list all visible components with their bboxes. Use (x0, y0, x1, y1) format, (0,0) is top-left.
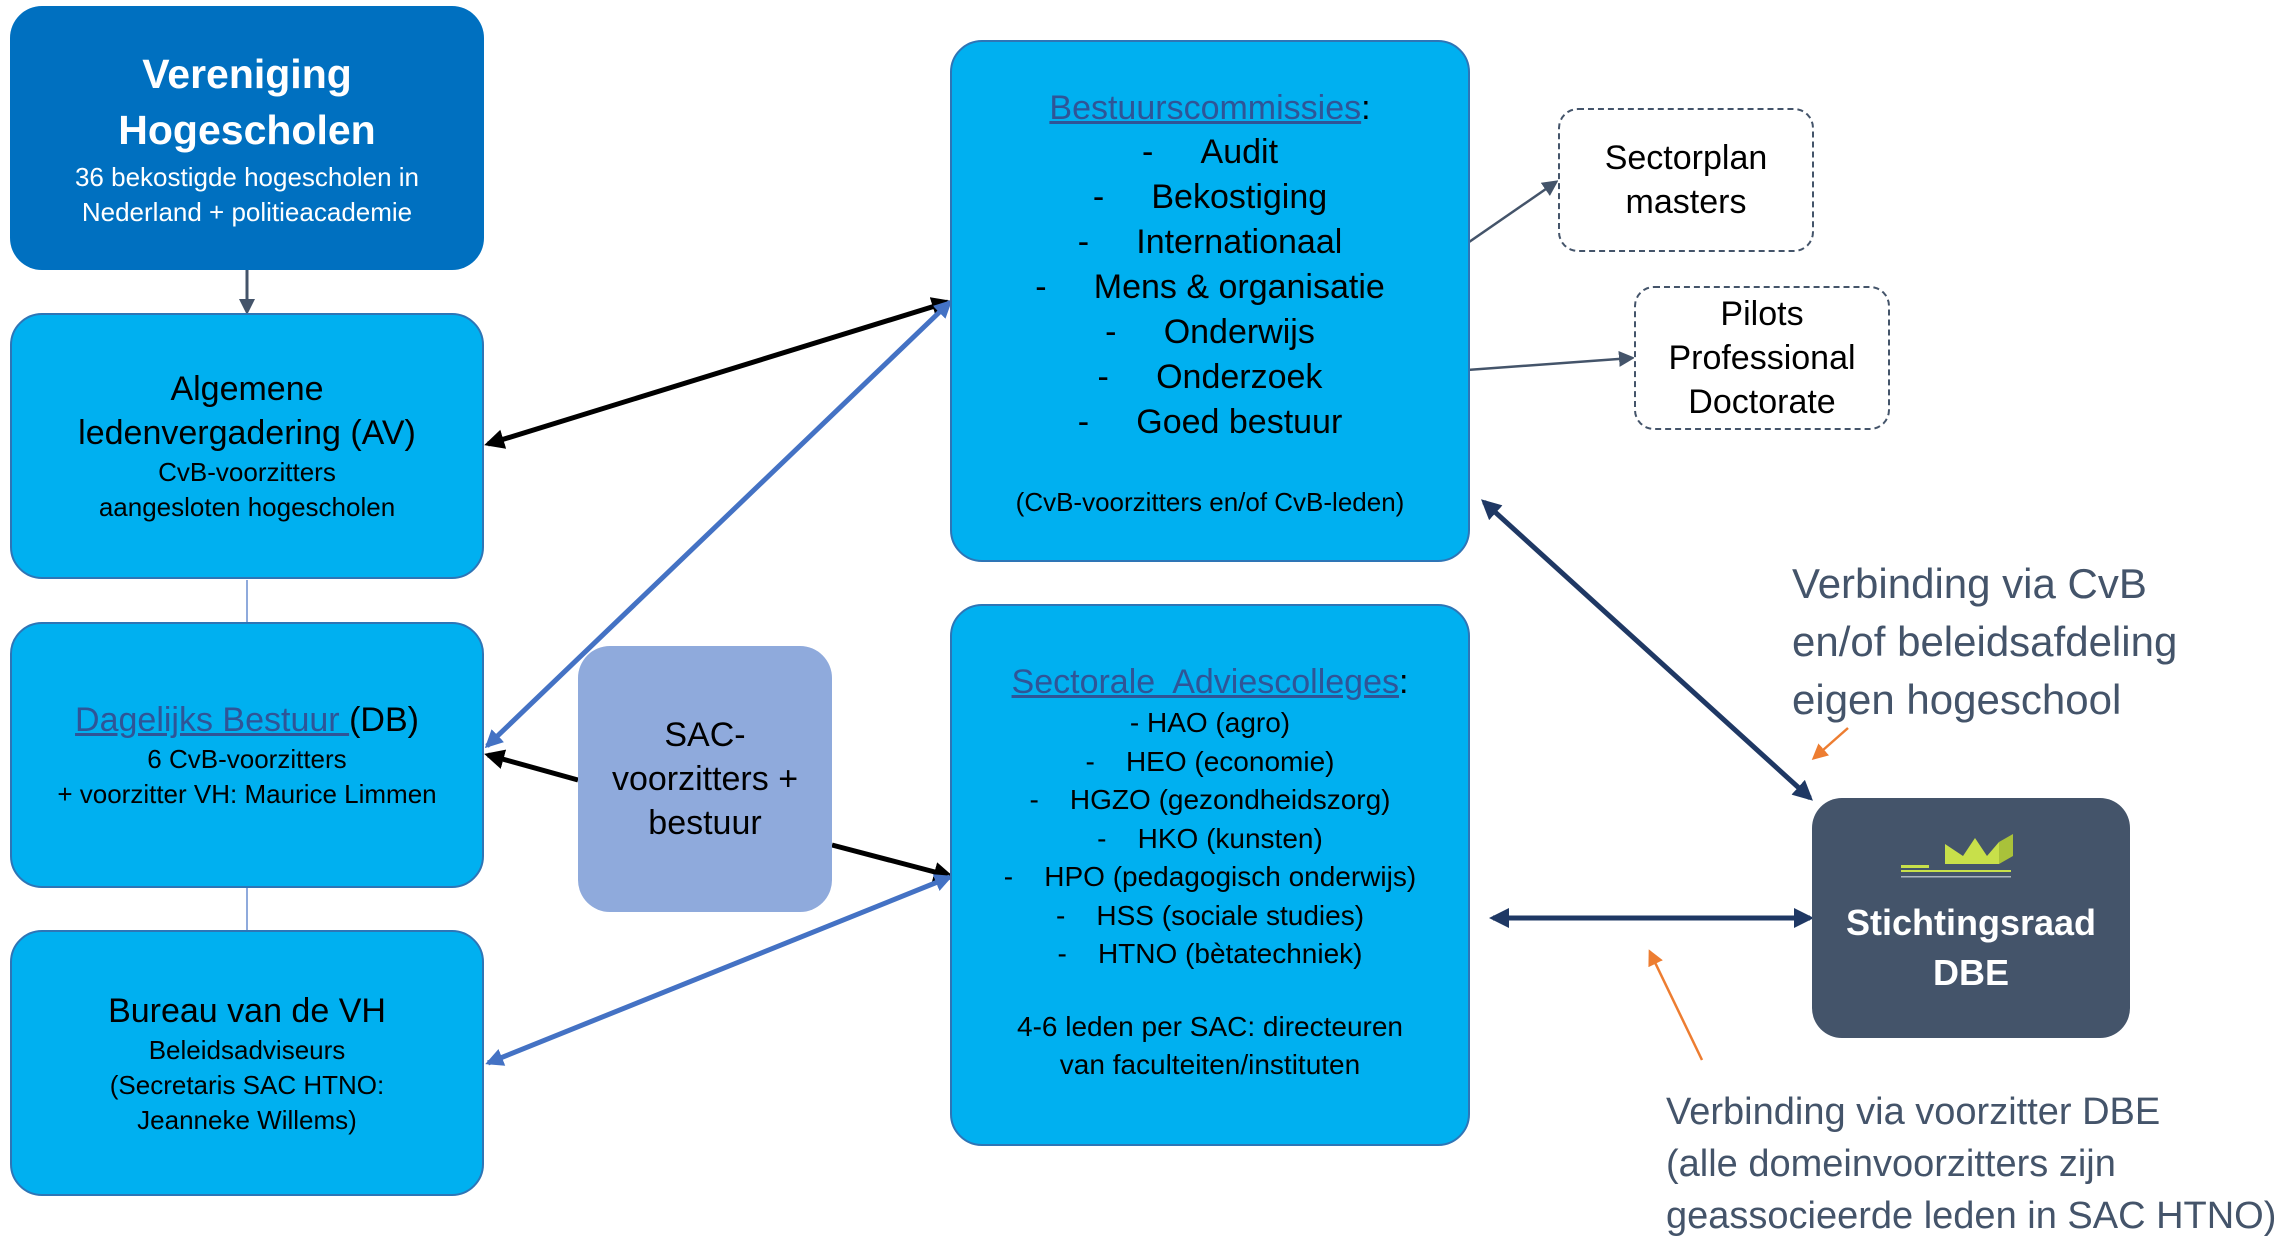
db-suffix: (DB) (349, 701, 419, 739)
dbe-title: Stichtingsraad DBE (1845, 902, 2097, 993)
dbe-box: Stichtingsraad DBE (1812, 798, 2130, 1038)
bureau-sa-arrow (485, 874, 953, 1066)
db-bc-arrow (484, 299, 953, 749)
note-cvb-line2: en/of beleidsafdeling (1792, 618, 2178, 665)
sa-footer1: 4-6 leden per SAC: directeuren (1017, 1010, 1403, 1042)
sa-item: - HAO (agro) (1129, 707, 1291, 738)
bestuurscommissies-box: Bestuurscommissies: - Audit - Bekostigin… (950, 40, 1470, 562)
db-sub2: + voorzitter VH: Maurice Limmen (57, 779, 437, 809)
sac-db-arrow (484, 749, 579, 783)
sa-item: - HGZO (gezondheidszorg) (1029, 784, 1391, 815)
bc-item: - Audit (1141, 133, 1279, 171)
sac-sa-arrow (831, 842, 954, 882)
note-cvb-arrow (1811, 727, 1849, 760)
sa-item: - HSS (sociale studies) (1055, 899, 1365, 931)
bureau-sub1: Beleidsadviseurs (148, 1034, 346, 1065)
bc-heading: Bestuurscommissies: (1049, 86, 1370, 130)
db-sub1: 6 CvB-voorzitters (147, 744, 347, 774)
sa-list: - HAO (agro) - HEO (economie) - HGZO (ge… (1004, 704, 1416, 974)
dbe-logo-icon (1901, 834, 2013, 878)
sa-item: - HTNO (bètatechniek) (1057, 938, 1363, 969)
bureau-box: Bureau van de VH Beleidsadviseurs (Secre… (10, 930, 484, 1196)
sa-heading: Sectorale Adviescolleges: (1012, 660, 1409, 704)
bc-item: - Onderwijs (1105, 313, 1315, 351)
sa-item: - HPO (pedagogisch onderwijs) (1003, 861, 1417, 892)
vh-title: Vereniging Hogescholen (118, 51, 376, 153)
bc-item: - Internationaal (1077, 223, 1343, 261)
note-dbe-arrow (1648, 949, 1704, 1061)
sectorale-adviescolleges-box: Sectorale Adviescolleges: - HAO (agro) -… (950, 604, 1470, 1146)
bc-item: - Mens & organisatie (1035, 268, 1385, 306)
bc-item: - Bekostiging (1092, 178, 1328, 216)
sac-voorzitters-label: SAC-voorzitters + bestuur (611, 716, 799, 842)
pilots-box: Pilots Professional Doctorate (1634, 286, 1890, 430)
db-box: Dagelijks Bestuur (DB) 6 CvB-voorzitters… (10, 622, 484, 888)
note-dbe: Verbinding via voorzitter DBE (alle dome… (1666, 1086, 2276, 1242)
bureau-title: Bureau van de VH (108, 991, 386, 1030)
av-sub2: aangesloten hogescholen (98, 492, 396, 522)
bc-colon: : (1361, 89, 1371, 127)
av-title: Algemene ledenvergadering (AV) (78, 370, 416, 452)
sa-colon: : (1399, 663, 1409, 701)
note-dbe-line3: geassocieerde leden in SAC HTNO) (1666, 1195, 2277, 1237)
bc-item: - Onderzoek (1097, 358, 1323, 396)
vh-subtitle: 36 bekostigde hogescholen in Nederland +… (74, 162, 420, 227)
av-sub1: CvB-voorzitters (158, 457, 336, 487)
note-dbe-line2: (alle domeinvoorzitters zijn (1666, 1143, 2116, 1185)
sa-item: - HEO (economie) (1085, 745, 1335, 777)
bc-item: - Goed bestuur (1077, 403, 1343, 441)
note-cvb-line3: eigen hogeschool (1792, 676, 2122, 723)
db-title: Dagelijks Bestuur (DB) (75, 698, 419, 742)
bureau-sub2: (Secretaris SAC HTNO: (109, 1069, 385, 1100)
note-dbe-line1: Verbinding via voorzitter DBE (1666, 1091, 2161, 1133)
pilots-line3: Doctorate (1688, 383, 1836, 421)
db-link[interactable]: Dagelijks Bestuur (75, 701, 350, 739)
pilots-line2: Professional (1668, 339, 1856, 377)
sectorplan-line2: masters (1625, 183, 1747, 221)
bc-footer: (CvB-voorzitters en/of CvB-leden) (1015, 487, 1405, 517)
sectorplan-line1: Sectorplan (1604, 139, 1768, 177)
sa-footer2: van faculteiten/instituten (1059, 1048, 1361, 1080)
note-cvb-line1: Verbinding via CvB (1792, 560, 2147, 607)
bureau-sub3: Jeanneke Willems) (137, 1104, 357, 1135)
sa-link[interactable]: Sectorale Adviescolleges (1011, 663, 1399, 701)
sa-item: - HKO (kunsten) (1097, 822, 1323, 854)
bc-dbe-arrow (1481, 499, 1813, 801)
sac-voorzitters-box: SAC-voorzitters + bestuur (578, 646, 832, 912)
av-box: Algemene ledenvergadering (AV) CvB-voorz… (10, 313, 484, 579)
bc-link[interactable]: Bestuurscommissies (1049, 89, 1362, 127)
note-cvb: Verbinding via CvB en/of beleidsafdeling… (1792, 555, 2177, 729)
vh-box: Vereniging Hogescholen 36 bekostigde hog… (10, 6, 484, 270)
pilots-line1: Pilots (1720, 295, 1804, 333)
sectorplan-box: Sectorplan masters (1558, 108, 1814, 252)
bc-list: - Audit - Bekostiging - Internationaal -… (1035, 130, 1385, 445)
